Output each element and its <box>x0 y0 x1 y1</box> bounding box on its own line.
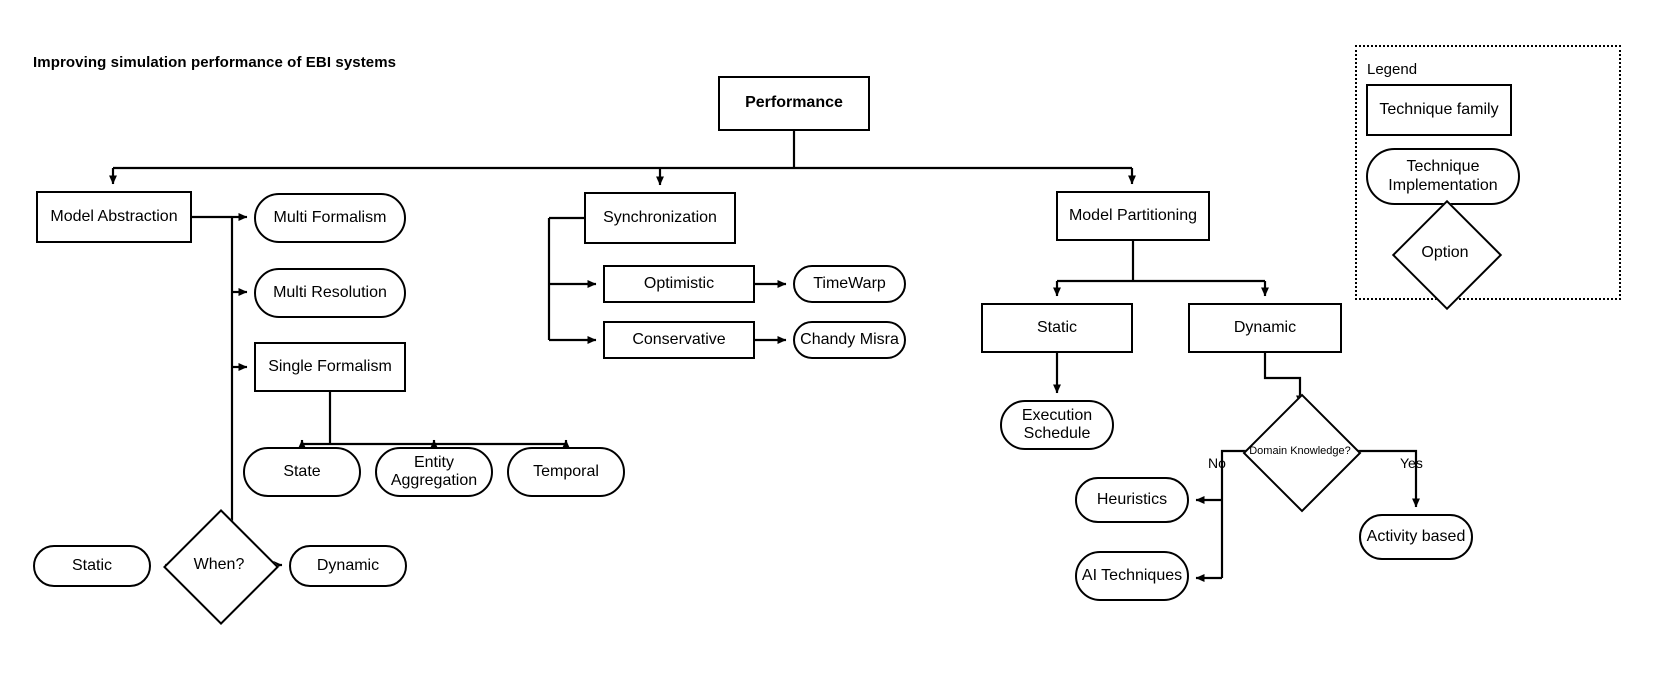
node-temporal[interactable]: Temporal <box>507 447 625 497</box>
node-when-decision[interactable]: When? <box>163 509 279 625</box>
node-single-formalism[interactable]: Single Formalism <box>254 342 406 392</box>
legend-item-technique-implementation: Technique Implementation <box>1366 148 1520 205</box>
node-heuristics[interactable]: Heuristics <box>1075 477 1189 523</box>
node-multi-resolution[interactable]: Multi Resolution <box>254 268 406 318</box>
node-timewarp[interactable]: TimeWarp <box>793 265 906 303</box>
legend-item-option-label: Option <box>1421 243 1469 261</box>
node-execution-schedule[interactable]: Execution Schedule <box>1000 400 1114 450</box>
node-chandy-misra[interactable]: Chandy Misra <box>793 321 906 359</box>
node-model-abstraction[interactable]: Model Abstraction <box>36 191 192 243</box>
node-abstraction-static[interactable]: Static <box>33 545 151 587</box>
node-state[interactable]: State <box>243 447 361 497</box>
node-synchronization[interactable]: Synchronization <box>584 192 736 244</box>
legend-item-technique-family: Technique family <box>1366 84 1512 136</box>
node-ai-techniques[interactable]: AI Techniques <box>1075 551 1189 601</box>
node-model-partitioning[interactable]: Model Partitioning <box>1056 191 1210 241</box>
node-activity-based[interactable]: Activity based <box>1359 514 1473 560</box>
node-entity-aggregation[interactable]: Entity Aggregation <box>375 447 493 497</box>
edge-label-yes: Yes <box>1400 455 1423 471</box>
node-partitioning-static[interactable]: Static <box>981 303 1133 353</box>
node-abstraction-dynamic[interactable]: Dynamic <box>289 545 407 587</box>
node-performance[interactable]: Performance <box>718 76 870 131</box>
node-multi-formalism[interactable]: Multi Formalism <box>254 193 406 243</box>
node-when-label: When? <box>193 555 245 573</box>
edge-label-no: No <box>1208 455 1226 471</box>
legend-item-option: Option <box>1391 199 1503 311</box>
page-title: Improving simulation performance of EBI … <box>33 54 397 71</box>
node-domain-knowledge-decision[interactable]: Domain Knowledge? <box>1242 393 1362 513</box>
legend-title: Legend <box>1367 61 1418 78</box>
node-optimistic[interactable]: Optimistic <box>603 265 755 303</box>
node-domain-knowledge-label: Domain Knowledge? <box>1249 444 1351 457</box>
node-conservative[interactable]: Conservative <box>603 321 755 359</box>
node-partitioning-dynamic[interactable]: Dynamic <box>1188 303 1342 353</box>
